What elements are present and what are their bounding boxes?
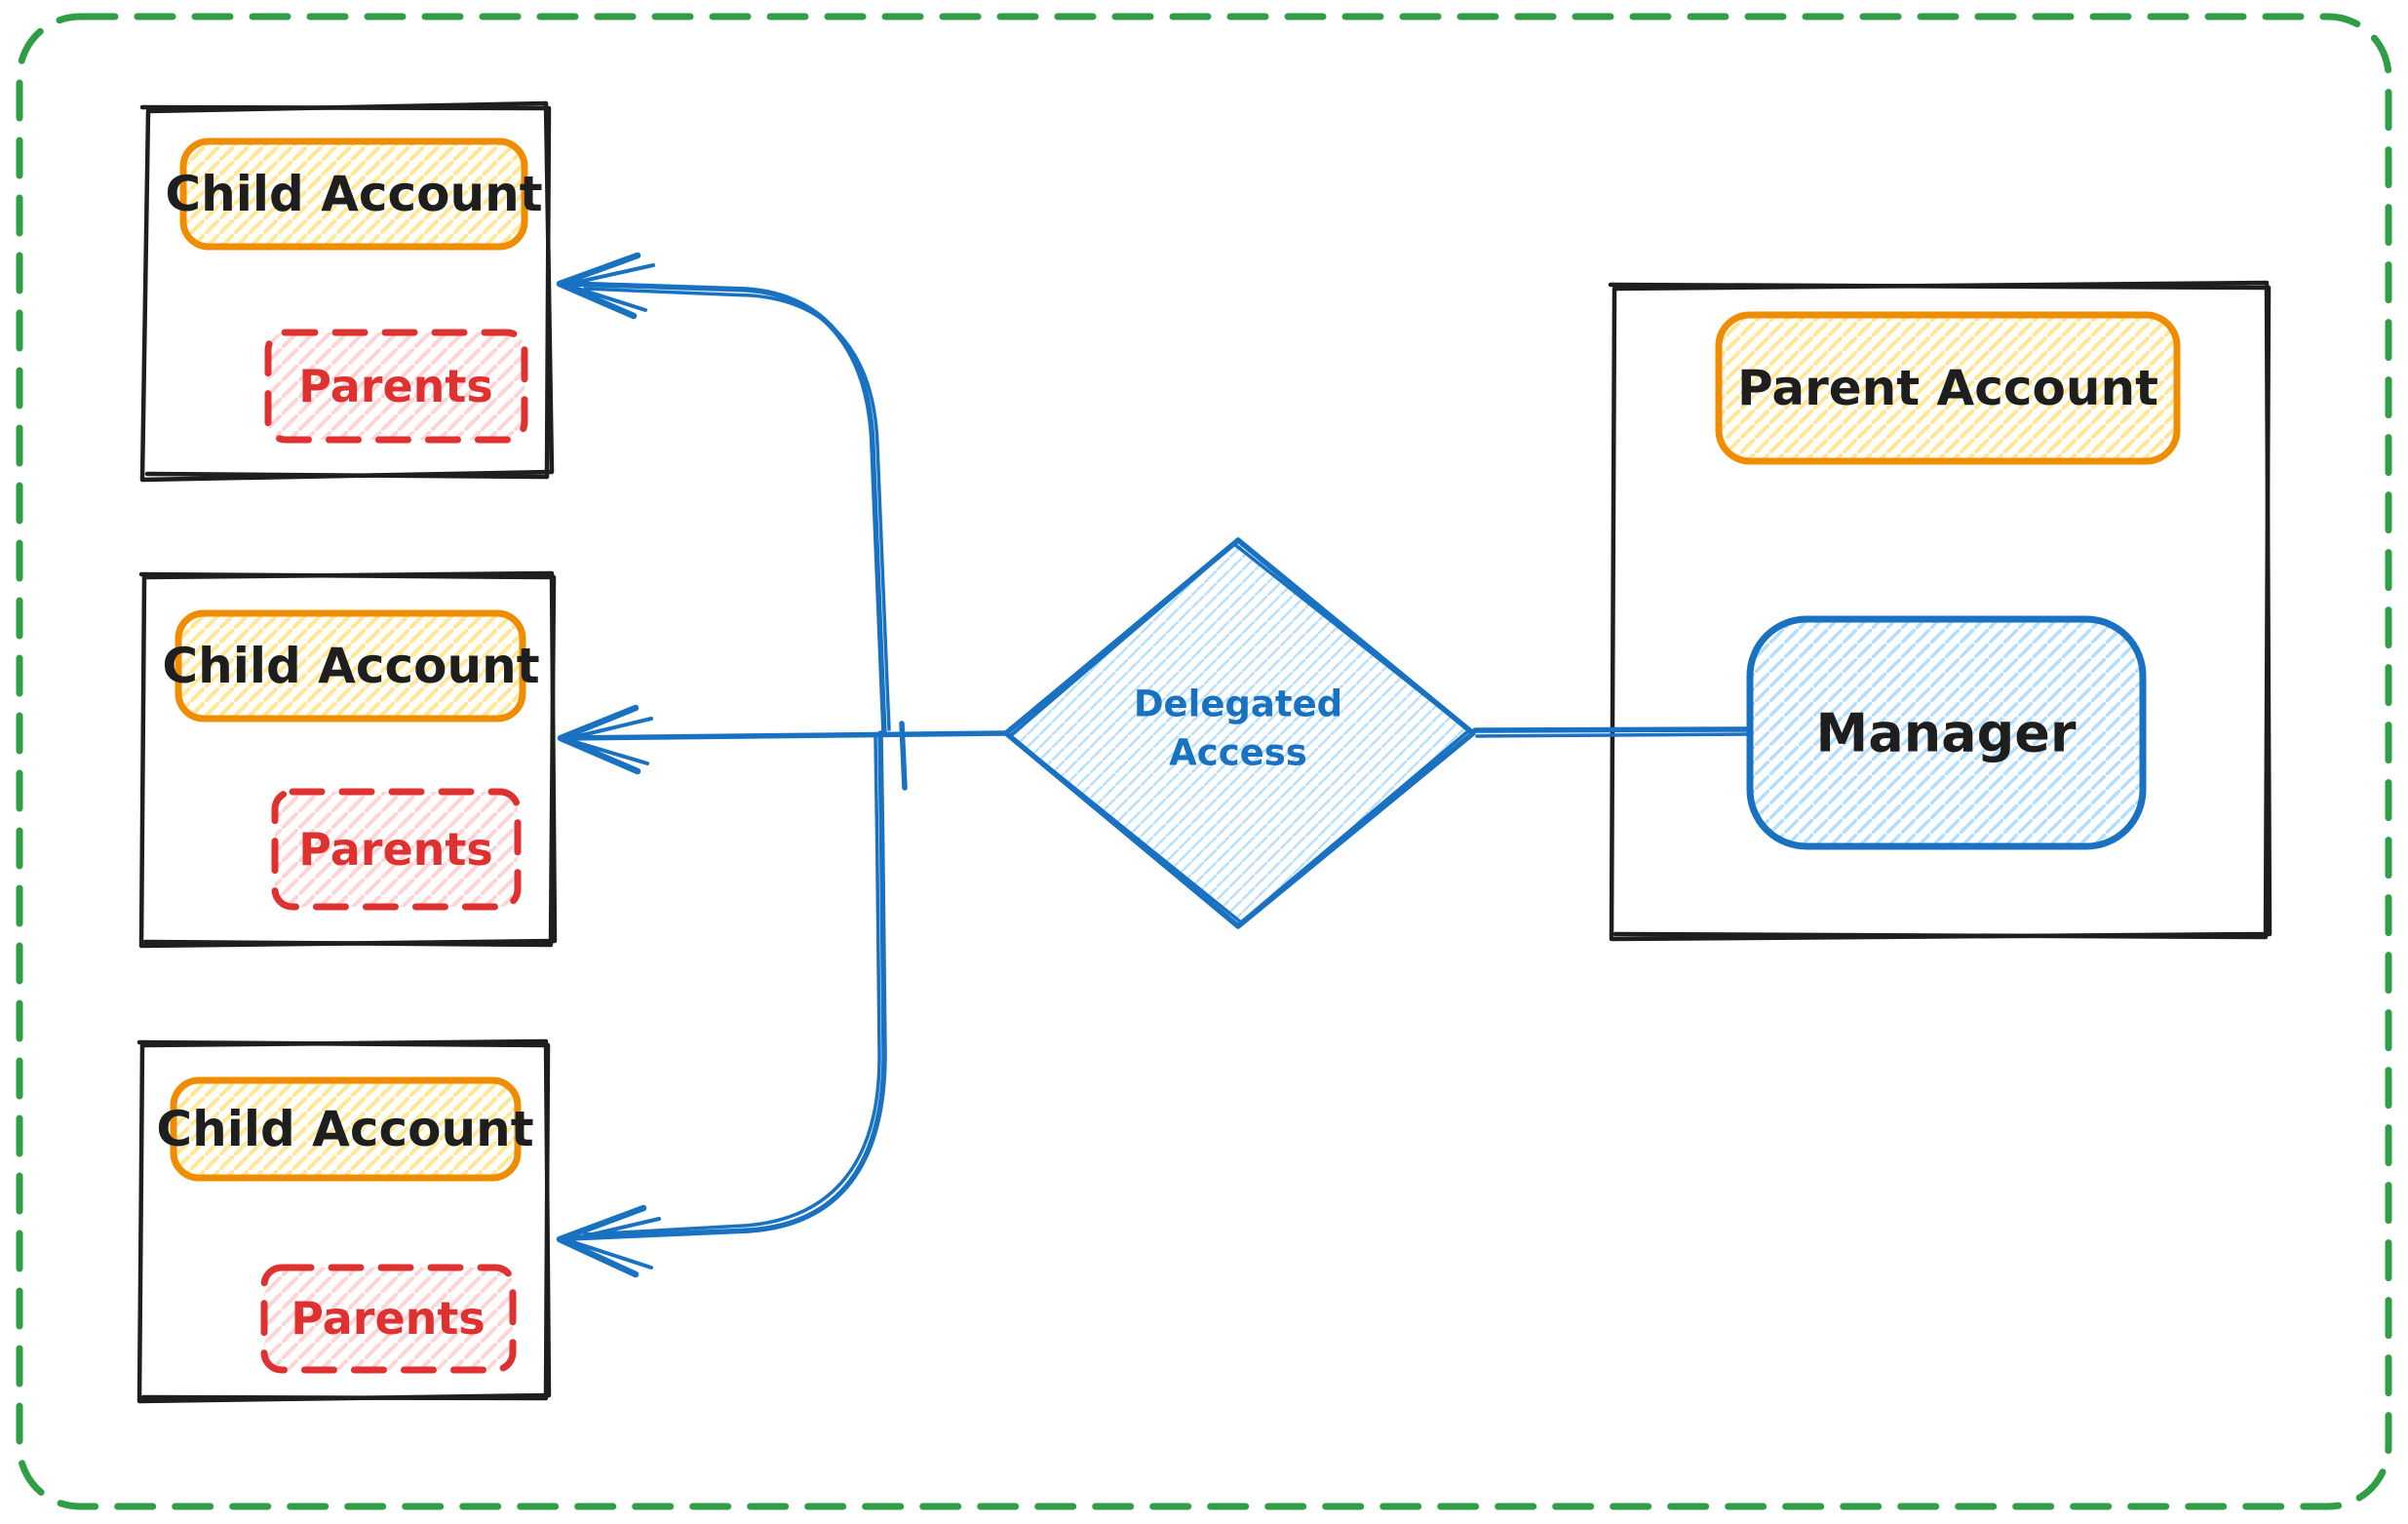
parents-box-text: Parents [298, 823, 493, 876]
diamond-label-line2: Access [1169, 732, 1307, 774]
child-account-label [170, 1076, 522, 1182]
arrowhead [557, 704, 641, 775]
canvas-dashed-border [16, 13, 2392, 1510]
manager-node-text: Manager [1816, 703, 2077, 764]
diamond-shape-sketch [1008, 542, 1471, 924]
arrow-to-child-3 [556, 721, 908, 1278]
parent-account-label [1715, 311, 2181, 465]
connector-manager-to-diamond [1472, 726, 1753, 738]
parents-box [260, 1264, 517, 1374]
parents-box [271, 788, 522, 911]
arrow-to-child-2 [557, 704, 1010, 775]
arrow-line-sketch [583, 287, 891, 731]
parents-box-text: Parents [291, 1292, 485, 1345]
child-account-box-3: Child Account Parents [136, 1038, 552, 1404]
child-account-box-1: Child Account Parents [139, 100, 555, 483]
child-account-label [175, 609, 526, 723]
arrow-line [566, 281, 887, 736]
parent-account-label-text: Parent Account [1737, 360, 2158, 416]
arrow-line [566, 730, 887, 1241]
arrow-overlap-stroke [899, 721, 908, 791]
box-outline-sketch [1608, 282, 2272, 940]
child-account-box-2: Child Account Parents [138, 570, 558, 949]
arrow-line-sketch [583, 735, 881, 1236]
arrow-line [559, 730, 1010, 741]
arrowhead [556, 1204, 647, 1278]
box-outline-sketch [139, 104, 552, 480]
arrowhead [556, 252, 641, 320]
child-account-label-text: Child Account [165, 166, 542, 222]
arrowhead-sketch [563, 717, 653, 765]
parents-box [264, 329, 528, 444]
box-outline-sketch [138, 571, 557, 948]
diamond-shape [1003, 537, 1476, 929]
child-account-label-text: Child Account [156, 1101, 533, 1157]
arrow-to-child-1 [556, 252, 891, 736]
box-outline-sketch [136, 1039, 551, 1401]
arrowhead-sketch [565, 1217, 661, 1270]
delegated-access-diamond: Delegated Access [1003, 537, 1476, 929]
diamond-label-line1: Delegated [1134, 684, 1342, 725]
child-account-label [179, 137, 528, 251]
parent-account-box: Parent Account Manager [1608, 280, 2272, 942]
manager-node [1746, 615, 2147, 850]
parents-box-text: Parents [298, 360, 493, 412]
connector-line [1472, 726, 1753, 733]
connector-line-sketch [1475, 732, 1750, 738]
arrowhead-sketch [563, 263, 655, 312]
child-account-label-text: Child Account [162, 638, 539, 694]
